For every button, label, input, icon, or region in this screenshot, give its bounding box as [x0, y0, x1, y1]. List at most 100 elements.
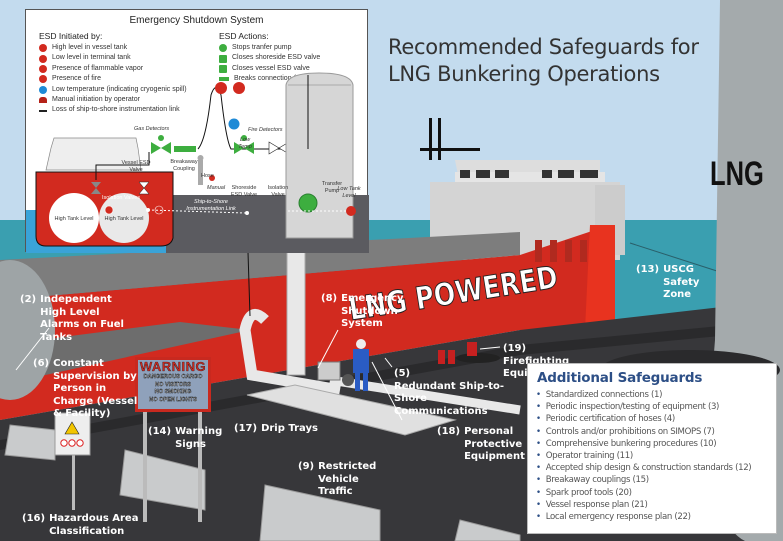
- warning-sign-line: NO OPEN LIGHTS: [149, 396, 197, 403]
- esd-initiated-item: Presence of flammable vapor: [39, 64, 187, 74]
- esd-action-item: Stops tranfer pump: [219, 43, 327, 53]
- warning-sign-line: NO VISITORS: [155, 381, 191, 388]
- page-title-line1: Recommended Safeguards for: [388, 35, 699, 59]
- callout-uscg-safety-zone: (13)USCG Safety Zone: [636, 264, 700, 300]
- label-high-tank-level-2: High Tank Level: [104, 216, 144, 222]
- esd-initiated-header: ESD Initiated by:: [39, 31, 103, 41]
- bullet-icon: •: [536, 475, 541, 486]
- fire-detector-icon: [233, 82, 245, 94]
- person-in-charge: [353, 339, 369, 391]
- breakaway-coupling: [174, 146, 196, 152]
- label-vessel-esd-valve: Vessel ESD Valve: [121, 160, 151, 173]
- esd-ship-superstructure: [45, 137, 142, 171]
- esd-action-item: Closes shoreside ESD valve: [219, 53, 327, 63]
- esd-initiated-item: High level in vessel tank: [39, 43, 187, 53]
- jersey-barriers: [4, 424, 521, 541]
- callout-emergency-shutdown: (8)Emergency Shutdown System: [321, 293, 404, 329]
- list-item: •Periodic certification of hoses (4): [536, 414, 675, 425]
- lsl-icon: [39, 54, 47, 63]
- esd-initiated-item: Manual initiation by operator: [39, 95, 187, 105]
- page-title: Recommended Safeguards for LNG Bunkering…: [388, 34, 699, 88]
- label-isolation-valve: Isolation Valve: [267, 185, 289, 198]
- label-high-tank-level-1: High Tank Level: [54, 216, 94, 222]
- esd-shore-tank: [285, 72, 354, 239]
- tank-lng-text: LNG: [710, 155, 764, 193]
- callout-leaders: [15, 251, 501, 421]
- ship-shore-link-line: [147, 209, 247, 214]
- list-item: •Periodic inspection/testing of equipmen…: [536, 402, 720, 413]
- bullet-icon: •: [536, 451, 541, 462]
- esd-inset: Emergency Shutdown System ESD Initiated …: [25, 9, 369, 253]
- list-item: •Local emergency response plan (22): [536, 512, 691, 523]
- esd-actions-list: Stops tranfer pump Closes shoreside ESD …: [219, 43, 327, 85]
- drip-tray: [246, 384, 457, 436]
- bullet-icon: •: [536, 426, 541, 437]
- bullet-icon: •: [536, 438, 541, 449]
- pump-icon: [219, 44, 227, 53]
- esd-initiated-item: Low temperature (indicating cryogenic sp…: [39, 85, 187, 95]
- coupling-icon: [219, 77, 229, 82]
- label-manual: Manual: [207, 185, 226, 191]
- esd-tank-1: [49, 193, 99, 243]
- list-item: •Comprehensive bunkering procedures (10): [536, 438, 717, 449]
- page-title-line2: LNG Bunkering Operations: [388, 62, 660, 86]
- lsh-icon: [104, 205, 114, 215]
- link-loss-icon: [39, 109, 47, 112]
- ship-deck-rail: [0, 232, 520, 300]
- label-fire-detectors: Fire Detectors: [248, 127, 283, 133]
- warning-sign-heading: WARNING: [139, 359, 207, 374]
- list-item: •Spark proof tools (20): [536, 487, 632, 498]
- label-shoreside-esd-valve: Shoreside ESD Valve: [230, 185, 258, 198]
- label-hose: Hose: [201, 173, 214, 179]
- esd-initiated-item: Presence of fire: [39, 74, 187, 84]
- warning-sign-line: DANGEROUS CARGO: [143, 374, 203, 380]
- valve-icon: [219, 64, 227, 73]
- esd-diagram: [26, 72, 369, 253]
- callout-restricted-traffic: (9)Restricted Vehicle Traffic: [298, 461, 377, 497]
- callout-constant-supervision: (6)Constant Supervision by Person in Cha…: [33, 358, 138, 419]
- bullet-icon: •: [536, 463, 541, 474]
- bullet-icon: •: [536, 390, 541, 400]
- lsh-icon: [39, 44, 47, 53]
- lsh-icon: [154, 205, 164, 215]
- label-low-tank-level: Low Tank Level: [337, 186, 361, 199]
- label-low-temp: Low Temp: [238, 137, 252, 150]
- list-item: •Operator training (11): [536, 451, 633, 462]
- manual-button-icon: [209, 175, 215, 181]
- lsl-icon: [346, 206, 356, 216]
- esd-action-item: Breaks connection (at ESD-2): [219, 74, 327, 84]
- manual-button-icon: [39, 97, 47, 104]
- label-isolation-valves: Isolation Valves: [102, 195, 141, 201]
- esd-initiated-item: Low level in terminal tank: [39, 53, 187, 63]
- gas-detector-icon: [39, 64, 47, 73]
- callout-warning-signs: (14)Warning Signs: [148, 426, 223, 450]
- label-transfer-pump: Transfer Pump: [321, 181, 343, 194]
- additional-safeguards-list: •Standardized connections (1) •Periodic …: [536, 389, 752, 523]
- low-temp-icon: [39, 85, 47, 94]
- fire-extinguishers: [438, 342, 500, 364]
- esd-action-item: Closes vessel ESD valve: [219, 64, 327, 74]
- callout-ppe: (18)Personal Protective Equipment: [437, 426, 525, 462]
- fire-detector-icon: [39, 75, 47, 84]
- esd-tank-2: [99, 193, 149, 243]
- label-breakaway-coupling: Breakaway Coupling: [170, 159, 198, 172]
- callout-redundant-comms: (5)Redundant Ship-to-Shore Communication…: [394, 368, 505, 417]
- list-item: •Standardized connections (1): [536, 390, 663, 400]
- list-item: •Controls and/or prohibitions on SIMOPS …: [536, 426, 715, 437]
- bullet-icon: •: [536, 402, 541, 413]
- fuel-tank: [0, 260, 55, 400]
- esd-initiated-list: High level in vessel tank Low level in t…: [39, 43, 187, 116]
- esd-initiated-item: Loss of ship-to-shore instrumentation li…: [39, 105, 187, 115]
- gas-detector-icon: [215, 82, 227, 94]
- list-item: •Breakaway couplings (15): [536, 475, 649, 486]
- callout-hazardous-area: (16)Hazardous Area Classification: [22, 513, 139, 537]
- label-ship-to-shore-link: Ship-to-Shore Instrumentation Link: [186, 199, 236, 212]
- valve-icon: [219, 54, 227, 63]
- warning-sign-line: NO SMOKING: [154, 389, 192, 396]
- label-gas-detectors: Gas Detectors: [134, 126, 170, 132]
- transfer-pump-icon: [298, 193, 318, 213]
- additional-safeguards-title: Additional Safeguards: [537, 370, 703, 386]
- esd-actions-header: ESD Actions:: [219, 31, 269, 41]
- low-temp-icon: [228, 118, 240, 130]
- bullet-icon: •: [536, 487, 541, 498]
